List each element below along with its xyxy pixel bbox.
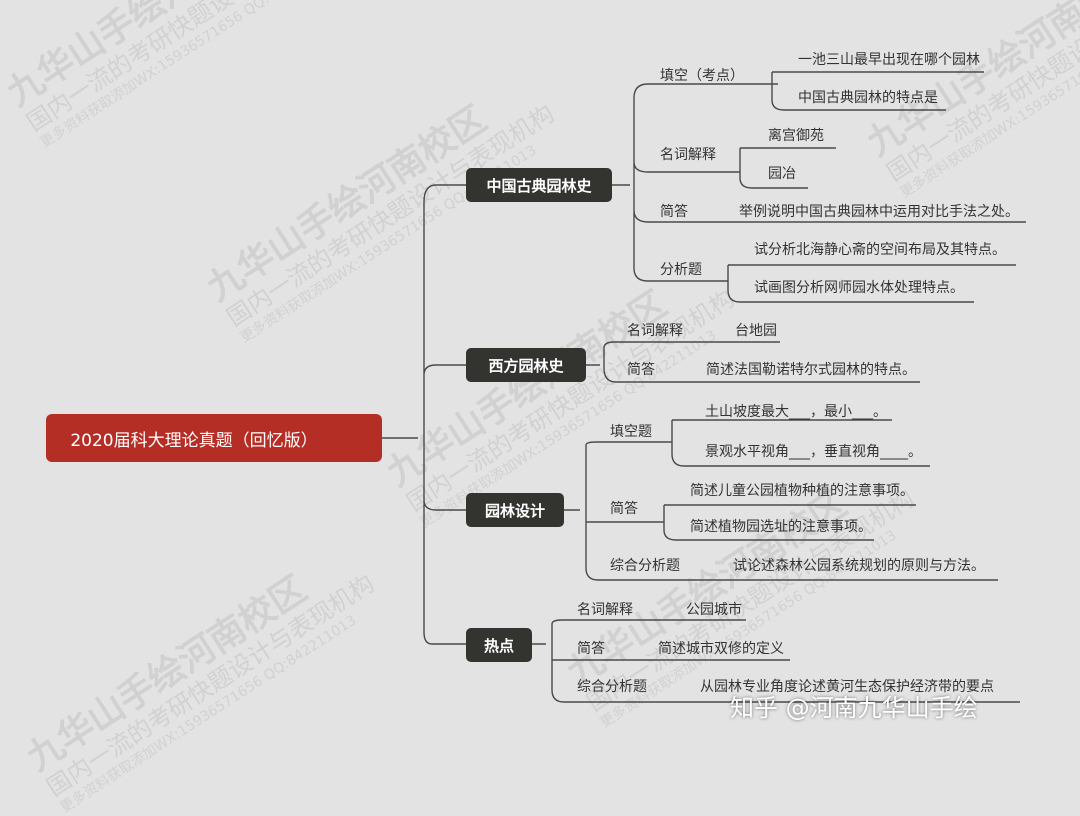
question-item: 土山坡度最大___，最小___。 [705,404,887,420]
topic-label: 分析题 [660,262,702,278]
topic-label: 简答 [627,362,655,378]
question-item: 试画图分析网师园水体处理特点。 [754,280,964,296]
question-item: 从园林专业角度论述黄河生态保护经济带的要点 [700,679,994,695]
question-item: 简述儿童公园植物种植的注意事项。 [690,483,914,499]
topic-label: 填空题 [610,424,652,440]
question-item: 台地园 [735,323,777,339]
branch-hot-topics[interactable]: 热点 [466,628,532,662]
question-item: 试分析北海静心斋的空间布局及其特点。 [754,242,1006,258]
question-item: 中国古典园林的特点是 [798,90,938,106]
topic-label: 填空（考点） [660,68,744,84]
question-item: 简述植物园选址的注意事项。 [690,519,872,535]
connector-lines [382,71,1026,703]
question-item: 公园城市 [686,602,742,618]
topic-label: 综合分析题 [577,679,647,695]
root-node[interactable]: 2020届科大理论真题（回忆版） [46,414,382,462]
question-item: 试论述森林公园系统规划的原则与方法。 [733,558,985,574]
topic-label: 简答 [577,641,605,657]
branch-garden-design[interactable]: 园林设计 [466,493,564,527]
topic-label: 简答 [610,501,638,517]
topic-label: 名词解释 [577,602,633,618]
topic-label: 简答 [660,204,688,220]
topic-label: 名词解释 [627,323,683,339]
question-item: 举例说明中国古典园林中运用对比手法之处。 [739,204,1019,220]
topic-label: 名词解释 [660,147,716,163]
branch-western-garden-history[interactable]: 西方园林史 [466,348,586,382]
question-item: 简述城市双修的定义 [658,641,784,657]
author-credit: 知乎 @河南九华山手绘 [730,694,978,722]
branch-chinese-garden-history[interactable]: 中国古典园林史 [466,168,612,202]
question-item: 景观水平视角___，垂直视角____。 [705,444,922,460]
question-item: 一池三山最早出现在哪个园林 [798,52,980,68]
question-item: 离宫御苑 [768,128,824,144]
question-item: 园冶 [768,166,796,182]
question-item: 简述法国勒诺特尔式园林的特点。 [706,362,916,378]
topic-label: 综合分析题 [610,558,680,574]
